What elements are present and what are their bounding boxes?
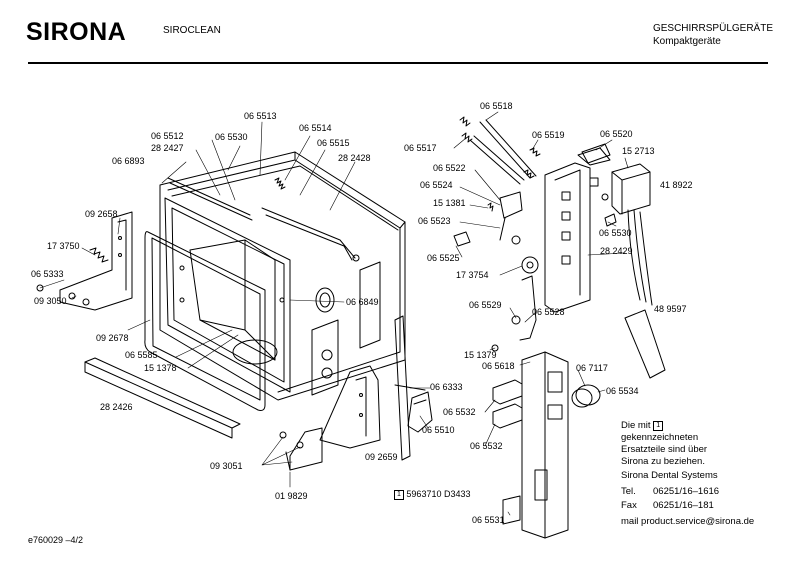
notes-line-1: Die mit 1 (621, 420, 664, 431)
service-mail: mail product.service@sirona.de (621, 516, 755, 527)
hinge-bracket-right (320, 366, 380, 448)
plinth-bar (85, 358, 240, 438)
hinge-rail-282427 (168, 178, 252, 220)
callout-152713: 15 2713 (622, 146, 655, 156)
door-gasket (145, 232, 265, 411)
appliance-subcategory: Kompaktgeräte (653, 36, 721, 47)
callout-093051: 09 3051 (210, 461, 243, 471)
callout-065510: 06 5510 (422, 425, 455, 435)
cable-harness (625, 210, 665, 378)
callout-065518: 06 5518 (480, 101, 513, 111)
callout-282429: 28 2429 (600, 246, 633, 256)
notes-line-4: Sirona zu beziehen. (621, 456, 705, 467)
callout-065513: 06 5513 (244, 111, 277, 121)
callout-document-reference: 1 5963710 D3433 (394, 489, 470, 500)
switch-module (602, 164, 650, 214)
notes-line-3: Ersatzteile sind über (621, 444, 708, 455)
callout-151379: 15 1379 (464, 350, 497, 360)
knob-065534 (572, 385, 600, 407)
spring-065514 (275, 178, 285, 189)
callout-065515: 06 5515 (317, 138, 350, 148)
callout-065530-lower: 06 5530 (599, 228, 632, 238)
callout-093050: 09 3050 (34, 296, 67, 306)
callout-065585: 06 5585 (125, 350, 158, 360)
callout-065532-lower: 06 5532 (470, 441, 503, 451)
callout-065523: 06 5523 (418, 216, 451, 226)
callout-092678: 09 2678 (96, 333, 129, 343)
cover-065531 (503, 496, 520, 524)
callout-173754: 17 3754 (456, 270, 489, 280)
callout-418922: 41 8922 (660, 180, 693, 190)
tel-label: Tel. (621, 486, 636, 497)
side-strip (395, 316, 410, 460)
marker-symbol-notes: 1 (653, 421, 664, 431)
hinge-bracket-left (37, 212, 132, 310)
top-rail (262, 208, 355, 260)
bracket-065520 (582, 144, 610, 163)
buttons-065532 (493, 380, 522, 428)
control-fascia (522, 352, 568, 538)
callout-066893: 06 6893 (112, 156, 145, 166)
appliance-category: GESCHIRRSPÜLGERÄTE (652, 23, 773, 34)
callout-065517: 06 5517 (404, 143, 437, 153)
callout-065528: 06 5528 (532, 307, 565, 317)
callout-019829: 01 9829 (275, 491, 308, 501)
callout-065532-upper: 06 5532 (443, 407, 476, 417)
callout-092658: 09 2658 (85, 209, 118, 219)
callout-065512: 06 5512 (151, 131, 184, 141)
callout-151378: 15 1378 (144, 363, 177, 373)
door-gasket-inner (152, 238, 260, 400)
fax-row: Fax 06251/16–181 (621, 500, 714, 511)
company-name: Sirona Dental Systems (621, 470, 718, 481)
callout-065618: 06 5618 (482, 361, 515, 371)
telephone-row: Tel. 06251/16–1616 (621, 486, 719, 497)
callout-173750: 17 3750 (47, 241, 80, 251)
actuator-levers (454, 178, 616, 351)
callout-065514: 06 5514 (299, 123, 332, 133)
callout-151381: 15 1381 (433, 198, 466, 208)
tel-value: 06251/16–1616 (653, 486, 720, 497)
fax-label: Fax (621, 500, 637, 511)
callout-065534: 06 5534 (606, 386, 639, 396)
pin-066333 (395, 385, 425, 390)
callout-065529: 06 5529 (469, 300, 502, 310)
document-id: e760029 –4/2 (28, 535, 84, 545)
callout-065531: 06 5531 (472, 515, 505, 525)
foot-bracket (280, 428, 322, 470)
callout-065519: 06 5519 (532, 130, 565, 140)
header-divider (28, 62, 768, 64)
callout-067117: 06 7117 (576, 363, 608, 373)
callout-066333: 06 6333 (430, 382, 463, 392)
fax-value: 06251/16–181 (653, 500, 714, 511)
callout-leaders (40, 112, 628, 515)
callout-092659: 09 2659 (365, 452, 398, 462)
callout-065530-upper: 06 5530 (215, 132, 248, 142)
notes-line-2: gekennzeichneten (621, 432, 699, 443)
document-reference-text: 5963710 D3433 (406, 489, 471, 499)
callout-065333: 06 5333 (31, 269, 64, 279)
callout-282428: 28 2428 (338, 153, 371, 163)
callout-065525: 06 5525 (427, 253, 460, 263)
marker-symbol: 1 (394, 490, 404, 500)
rail-end (353, 255, 359, 261)
tub-housing (160, 152, 405, 400)
callout-065520: 06 5520 (600, 129, 633, 139)
callout-489597: 48 9597 (654, 304, 687, 314)
callout-066849: 06 6849 (346, 297, 379, 307)
model-name: SIROCLEAN (163, 25, 221, 36)
control-panel-frame (545, 148, 610, 312)
rods-and-springs (460, 117, 540, 184)
callout-282427: 28 2427 (151, 143, 184, 153)
brand-logo-text: SIRONA (26, 18, 127, 46)
callout-065524: 06 5524 (420, 180, 453, 190)
callout-065522: 06 5522 (433, 163, 466, 173)
callout-282426: 28 2426 (100, 402, 133, 412)
